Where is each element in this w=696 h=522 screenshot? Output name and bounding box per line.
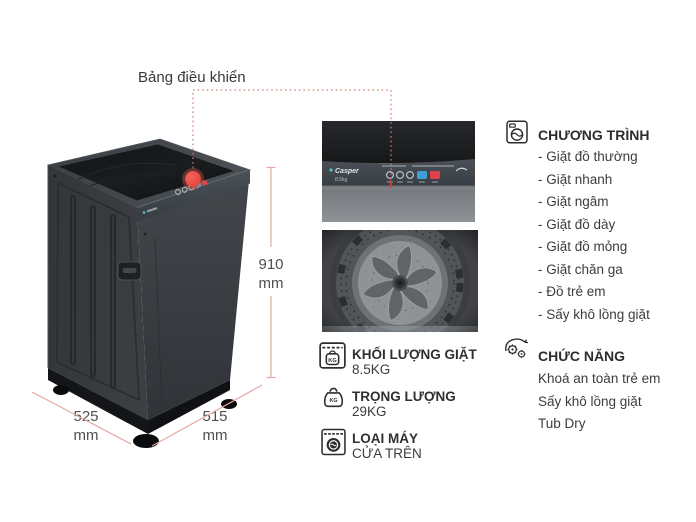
program-item: - Giặt đồ thường	[538, 149, 638, 164]
depth-unit: mm	[73, 427, 99, 444]
program-item: - Giặt chăn ga	[538, 261, 623, 277]
machine-lid-glass	[59, 144, 234, 201]
function-item: Khoá an toàn trẻ em	[538, 371, 661, 386]
weight-label: TRỌNG LƯỢNG	[352, 389, 456, 404]
svg-text:KG: KG	[329, 398, 337, 404]
depth-value: 525	[73, 408, 99, 425]
top-load-machine-icon	[321, 428, 346, 456]
height-value: 910	[258, 256, 284, 273]
photo-lid	[322, 121, 475, 163]
photo-brand-text: Casper	[335, 168, 360, 175]
blue-button	[417, 171, 427, 179]
capacity-value: 8.5KG	[352, 362, 391, 377]
machine-handle	[117, 261, 142, 281]
program-item: - Giặt ngâm	[538, 194, 609, 209]
photo-capacity-text: 8.5kg	[335, 177, 347, 183]
control-panel-marker-dot	[185, 171, 201, 187]
width-unit: mm	[202, 427, 228, 444]
svg-text:KG: KG	[328, 358, 337, 364]
red-power-button	[430, 171, 440, 179]
programs-list: - Giặt đồ thường - Giặt nhanh - Giặt ngâ…	[538, 146, 650, 326]
control-panel-callout-label: Bảng điều khiển	[138, 69, 246, 86]
program-item: - Sấy khô lồng giặt	[538, 306, 650, 322]
machine-front	[137, 170, 250, 420]
photo-cabinet-front	[322, 185, 475, 222]
weight-icon: KG	[323, 387, 344, 408]
program-item: - Giặt đồ dày	[538, 216, 616, 232]
program-item: - Giặt đồ mỏng	[538, 239, 628, 254]
height-unit: mm	[258, 275, 284, 292]
programs-title: CHƯƠNG TRÌNH	[538, 127, 650, 143]
function-item: Sấy khô lồng giặt	[538, 393, 642, 409]
functions-list: Khoá an toàn trẻ em Sấy khô lồng giặt Tu…	[538, 368, 660, 436]
machine-brand-mark	[142, 207, 158, 214]
brand-swirl-icon	[329, 168, 333, 172]
machine-type-value: CỬA TRÊN	[352, 446, 422, 461]
depth-dimension: 525 mm	[60, 407, 112, 445]
function-item: Tub Dry	[538, 416, 586, 431]
width-dimension: 515 mm	[189, 407, 241, 445]
program-item: - Đồ trẻ em	[538, 284, 606, 299]
machine-control-strip	[137, 169, 250, 222]
drum-photo	[322, 230, 478, 332]
program-item: - Giặt nhanh	[538, 171, 613, 187]
weight-value: 29KG	[352, 404, 387, 419]
capacity-label: KHỐI LƯỢNG GIẶT	[352, 347, 477, 362]
inverter-mark-icon	[455, 167, 468, 172]
washing-machine-icon	[506, 120, 528, 144]
machine-foot	[53, 385, 69, 395]
control-panel-photo: Casper 8.5kg	[322, 121, 475, 222]
machine-foot	[133, 434, 159, 448]
washer-capacity-icon: KG	[319, 342, 346, 369]
height-dimension: 910 mm	[245, 255, 297, 293]
drum-gear-icon	[505, 338, 529, 358]
machine-type-label: LOẠI MÁY	[352, 431, 418, 446]
photo-panel-buttons	[386, 171, 440, 183]
functions-title: CHỨC NĂNG	[538, 348, 626, 364]
width-value: 515	[202, 408, 228, 425]
